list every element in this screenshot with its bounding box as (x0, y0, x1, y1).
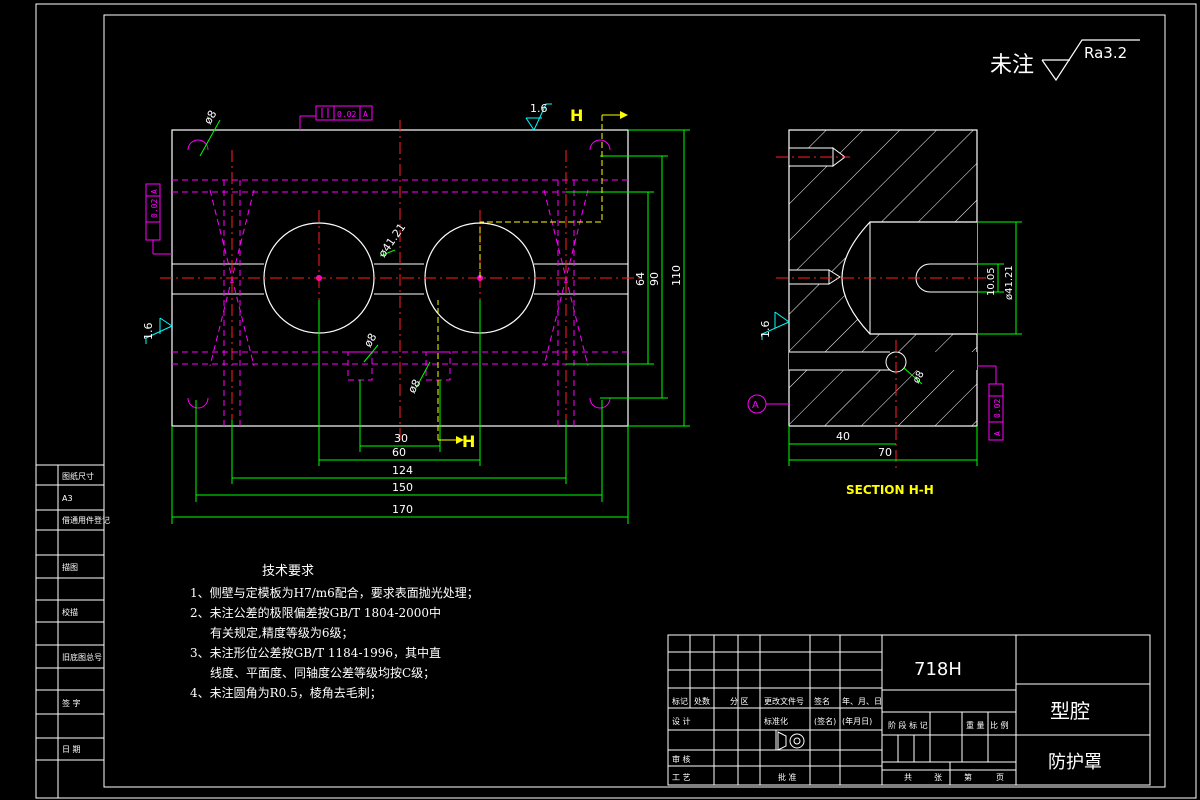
sec-tol-value: 0.02 (993, 399, 1002, 418)
strip-label-4: 校描 (62, 607, 78, 617)
part-name: 型腔 (1050, 699, 1090, 723)
sec-surface-value: 1.6 (759, 321, 772, 339)
tb-sheet-2: 第 (964, 772, 972, 782)
dim-170: 170 (392, 503, 413, 516)
tb-scale: 比 例 (990, 720, 1009, 730)
tb-date: (年月日) (842, 716, 872, 726)
dim-30: 30 (394, 432, 408, 445)
section-mark-bottom: H (462, 432, 475, 451)
left-strip (36, 464, 104, 798)
tb-standard: 标准化 (764, 716, 788, 726)
tol-left-datum: A (150, 189, 159, 194)
dim-dia-small-c: ø8 (405, 377, 423, 395)
dim-dia-small-a: ø8 (201, 108, 219, 126)
tb-header-4: 签名 (814, 696, 830, 706)
tol-top-value: 0.02 (337, 110, 356, 119)
sec-dim-40: 40 (836, 430, 850, 443)
dim-90: 90 (648, 272, 661, 286)
tb-header-5: 年、月、日 (842, 696, 882, 706)
title-block (667, 634, 1151, 786)
dim-dia-hole: ø41.21 (376, 221, 409, 260)
dim-60: 60 (392, 446, 406, 459)
front-view: ø8 ø8 ø8 ø41.21 (142, 102, 690, 524)
tech-line-6: 4、未注圆角为R0.5，棱角去毛刺； (190, 685, 382, 700)
tb-sheet-3: 页 (996, 773, 1004, 782)
strip-label-3: 描图 (62, 562, 78, 572)
roughness-left-icon (145, 317, 174, 344)
tb-sheet-0: 共 (904, 773, 912, 782)
section-mark-top: H (570, 106, 583, 125)
tolerance-frame-top (299, 105, 373, 130)
section-line-h (437, 114, 620, 441)
roughness-prefix: 未注 (990, 53, 1034, 78)
tech-requirements: 技术要求 1、侧壁与定模板为H7/m6配合，要求表面抛光处理； 2、未注公差的极… (190, 564, 479, 700)
projection-symbol-icon (777, 731, 805, 751)
tech-line-5: 线度、平面度、同轴度公差等级均按C级； (210, 665, 435, 680)
tb-process: 工 艺 (672, 773, 691, 782)
strip-label-0: 图纸尺寸 (62, 471, 94, 481)
strip-label-7: 日 期 (62, 745, 81, 754)
tech-title: 技术要求 (262, 564, 314, 579)
roughness-note: 未注 Ra3.2 (990, 39, 1140, 82)
dim-dia-small-b: ø8 (361, 331, 379, 349)
roughness-value: Ra3.2 (1084, 44, 1127, 62)
sec-dim-dia8: ø8 (911, 369, 927, 385)
tb-approve: 批 准 (778, 772, 797, 782)
tol-top-datum: A (363, 110, 368, 119)
sec-tol-datum: A (993, 431, 1002, 436)
tb-design: 设 计 (672, 716, 691, 726)
dim-64: 64 (634, 272, 647, 286)
sec-tolerance-frame (977, 365, 1004, 441)
roughness-top-icon (525, 103, 552, 132)
dim-124: 124 (392, 464, 413, 477)
dim-110: 110 (670, 265, 683, 286)
sec-dim-dia: ø41.21 (1004, 265, 1015, 300)
tech-line-2: 2、未注公差的极限偏差按GB/T 1804-2000中 (190, 605, 441, 620)
tb-header-3: 更改文件号 (764, 696, 804, 706)
tech-line-1: 1、侧壁与定模板为H7/m6配合，要求表面抛光处理； (190, 585, 479, 600)
section-title: SECTION H-H (846, 483, 934, 497)
material-label: 718H (914, 659, 962, 680)
tech-line-3: 有关规定,精度等级为6级； (210, 625, 353, 640)
tb-header-0: 标记 (672, 696, 688, 706)
sec-datum-label: A (752, 400, 759, 411)
tb-sign: (签名) (814, 716, 836, 726)
strip-label-2: 借通用件登记 (62, 515, 110, 525)
tb-header-1: 处数 (694, 696, 710, 706)
surface-top-value: 1.6 (530, 102, 548, 115)
sec-dim-1005: 10.05 (986, 267, 997, 296)
dim-150: 150 (392, 481, 413, 494)
strip-label-1: A3 (62, 494, 73, 503)
tb-stage: 阶 段 标 记 (888, 720, 928, 730)
tolerance-frame-left (145, 183, 172, 255)
tb-header-2: 分 区 (730, 697, 749, 706)
tol-left-value: 0.02 (150, 199, 159, 218)
strip-label-5: 旧底图总号 (62, 652, 102, 662)
tb-sheet-1: 张 (934, 773, 942, 782)
strip-label-6: 签 字 (62, 698, 81, 708)
assembly-name: 防护罩 (1048, 752, 1102, 773)
tb-review: 审 核 (672, 754, 691, 764)
tb-weight: 重 量 (966, 720, 985, 730)
tech-line-4: 3、未注形位公差按GB/T 1184-1996，其中直 (190, 645, 441, 660)
outer-frame (35, 3, 1197, 799)
inner-frame (103, 14, 1166, 788)
surface-left-value: 1.6 (142, 323, 155, 341)
section-view: 70 40 10.05 ø41.21 ø8 1.6 A 0.02 A SECTI… (747, 129, 1022, 497)
sec-dim-70: 70 (878, 446, 892, 459)
